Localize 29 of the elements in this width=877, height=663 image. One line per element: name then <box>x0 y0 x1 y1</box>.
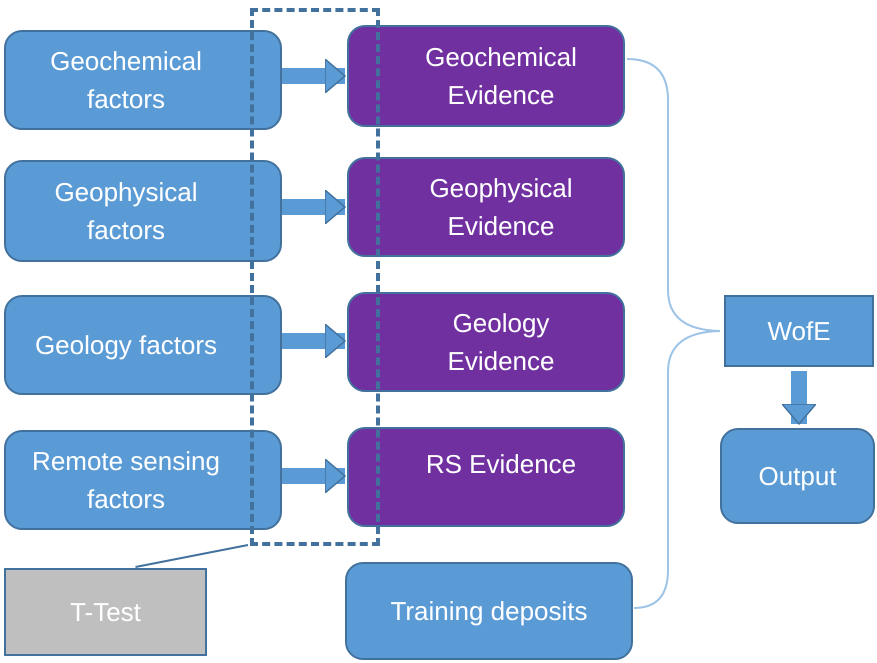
box-label: RS Evidence <box>426 448 576 481</box>
box-label: Training deposits <box>390 595 588 628</box>
box-label: Geophysical Evidence <box>428 172 574 243</box>
evidence-box <box>347 427 625 527</box>
block-arrow <box>282 458 346 494</box>
block-arrow <box>781 371 817 425</box>
box-label: WofE <box>767 315 831 348</box>
box-label: Geochemical Evidence <box>424 41 578 112</box>
box-label: Geology factors <box>34 329 218 362</box>
block-arrow <box>282 58 346 94</box>
evidence-box <box>347 25 625 127</box>
box-label: Geology Evidence <box>446 307 556 378</box>
process-box <box>4 295 282 395</box>
box-label: Output <box>758 460 837 493</box>
box-label: Remote sensing factors <box>31 445 221 516</box>
process-box <box>724 295 874 367</box>
block-arrow <box>282 189 346 225</box>
evidence-box <box>347 157 625 257</box>
process-box <box>4 30 282 130</box>
process-box <box>345 562 633 660</box>
callout-box <box>4 568 207 656</box>
block-arrow <box>282 323 346 359</box>
process-box <box>4 430 282 530</box>
box-label: Geophysical factors <box>53 176 199 247</box>
evidence-box <box>347 292 625 392</box>
box-label: Geochemical factors <box>49 45 203 116</box>
process-box <box>720 428 875 524</box>
box-label: T-Test <box>70 596 141 629</box>
process-box <box>4 160 282 262</box>
